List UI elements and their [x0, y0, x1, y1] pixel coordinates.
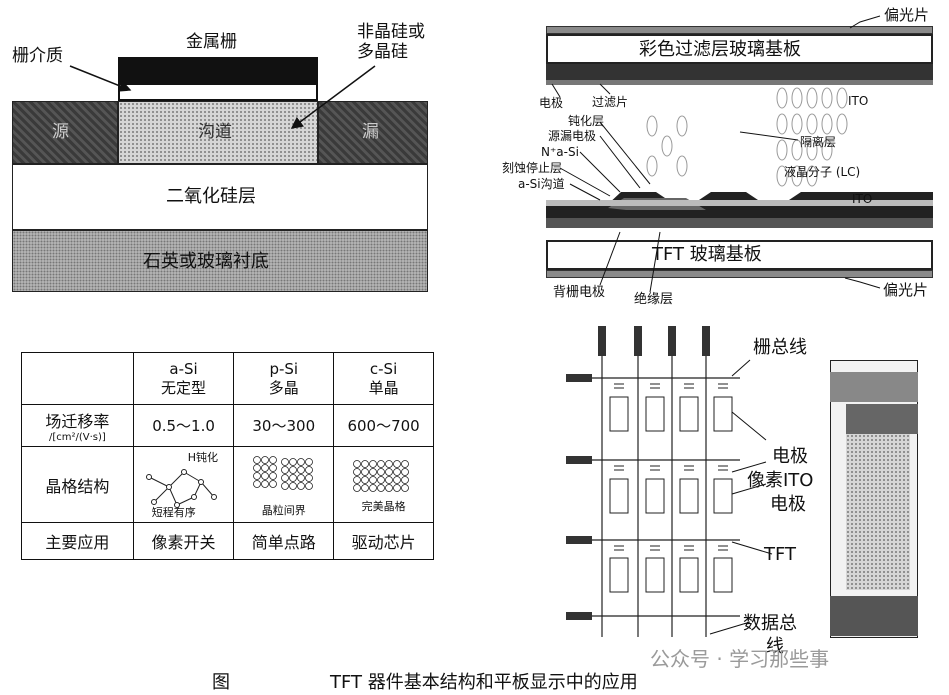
polarizer-bottom-label: 偏光片	[883, 281, 929, 299]
ito-bottom-label: ITO	[852, 192, 873, 206]
lattice-asi: H钝化 短程有序	[132, 446, 235, 523]
lattice-label: 晶格结构	[21, 446, 134, 523]
tft-glass-label: TFT 玻璃基板	[652, 244, 762, 265]
silicon-comparison-table: a-Si 无定型 p-Si 多晶 c-Si 单晶 场迁移率 /[cm²/(V·s…	[21, 352, 434, 560]
spacer-label: 隔离层	[800, 135, 837, 149]
tft-stack	[546, 192, 933, 218]
data-bus-label-2: 线	[766, 636, 784, 657]
pixel-ito-label: 像素ITO	[747, 470, 814, 491]
source-drain-label: 源漏电极	[548, 129, 597, 143]
h-passivation-note: H钝化	[187, 451, 219, 464]
n-plus-label: N⁺a-Si	[541, 145, 579, 159]
drain-label: 漏	[362, 122, 379, 142]
single-crystal-lattice-icon	[352, 459, 409, 492]
panel-lc-fill	[846, 434, 910, 590]
oxide-layer	[12, 164, 428, 230]
grain-boundary-note: 晶粒间界	[261, 503, 306, 517]
ito-top-label: ITO	[848, 94, 869, 108]
electrode-label: 电极	[539, 96, 564, 110]
lattice-psi: 晶粒间界	[233, 446, 335, 523]
metal-gate-label: 金属栅	[186, 32, 237, 52]
lcd-leader-lines	[551, 15, 881, 293]
application-label: 主要应用	[21, 522, 134, 560]
mobility-psi: 30～300	[233, 404, 335, 447]
back-gate-label: 背栅电极	[553, 285, 606, 300]
mobility-csi: 600～700	[333, 404, 434, 447]
source-region	[12, 101, 118, 164]
figure-title: TFT 器件基本结构和平板显示中的应用	[330, 672, 638, 693]
channel-region	[118, 101, 318, 164]
color-filter-label: 彩色过滤层玻璃基板	[639, 39, 801, 60]
application-psi: 简单点路	[233, 522, 335, 560]
array-electrode-2: 电极	[770, 494, 806, 515]
tft-glass	[546, 218, 933, 228]
insulator-label: 绝缘层	[634, 292, 674, 307]
gate-dielectric-label: 栅介质	[12, 46, 63, 66]
gate-bus-label: 栅总线	[753, 337, 807, 358]
panel-dark-block	[846, 404, 918, 434]
bottom-polarizer-bar	[546, 270, 933, 278]
perfect-lattice-note: 完美晶格	[361, 499, 406, 513]
amorphous-label: 非晶硅或 多晶硅	[357, 22, 425, 63]
table-corner	[21, 352, 134, 405]
filter-thin	[546, 80, 933, 85]
passivation-label: 钝化层	[568, 114, 605, 128]
panel-top-cap	[830, 372, 918, 402]
short-range-note: 短程有序	[151, 506, 196, 519]
source-label: 源	[52, 122, 69, 142]
panel-bottom-cap	[830, 596, 918, 636]
mobility-label: 场迁移率	[45, 412, 110, 431]
tft-label: TFT	[764, 544, 797, 565]
tft-glass-substrate	[546, 240, 933, 270]
lattice-csi: 完美晶格	[333, 446, 434, 523]
mobility-unit: /[cm²/(V·s)]	[48, 432, 106, 443]
liquid-crystal-region	[646, 87, 848, 187]
channel-label: 沟道	[198, 122, 232, 142]
mobility-asi: 0.5～1.0	[132, 404, 235, 447]
amorphous-lattice-icon	[145, 468, 217, 508]
lc-label: 液晶分子 (LC)	[784, 165, 861, 179]
header-asi: a-Si 无定型	[132, 352, 235, 405]
mosfet-leader-lines	[69, 65, 376, 129]
filter-layer	[546, 64, 933, 80]
watermark: 公众号 · 学习那些事	[650, 647, 830, 671]
top-polarizer-bar	[546, 26, 933, 34]
data-bus-label-1: 数据总	[743, 613, 797, 634]
application-asi: 像素开关	[132, 522, 235, 560]
figure-label: 图	[212, 672, 230, 693]
substrate-label: 石英或玻璃衬底	[143, 251, 269, 272]
header-csi: c-Si 单晶	[333, 352, 434, 405]
metal-gate	[118, 57, 318, 83]
substrate-layer	[12, 230, 428, 292]
drain-region	[318, 101, 428, 164]
etch-stop-label: 刻蚀停止层	[502, 161, 563, 175]
oxide-label: 二氧化硅层	[166, 186, 256, 207]
polycrystal-lattice-icon	[252, 455, 313, 490]
application-csi: 驱动芯片	[333, 522, 434, 560]
array-electrode-1: 电极	[772, 446, 808, 467]
polarizer-top-label: 偏光片	[884, 6, 930, 24]
header-psi: p-Si 多晶	[233, 352, 335, 405]
asi-channel-label: a-Si沟道	[518, 177, 565, 191]
filter-label: 过滤片	[592, 95, 629, 109]
mobility-header: 场迁移率 /[cm²/(V·s)]	[21, 404, 134, 447]
color-filter-glass	[546, 34, 933, 64]
gate-dielectric	[118, 83, 318, 101]
array-schematic	[566, 326, 773, 637]
